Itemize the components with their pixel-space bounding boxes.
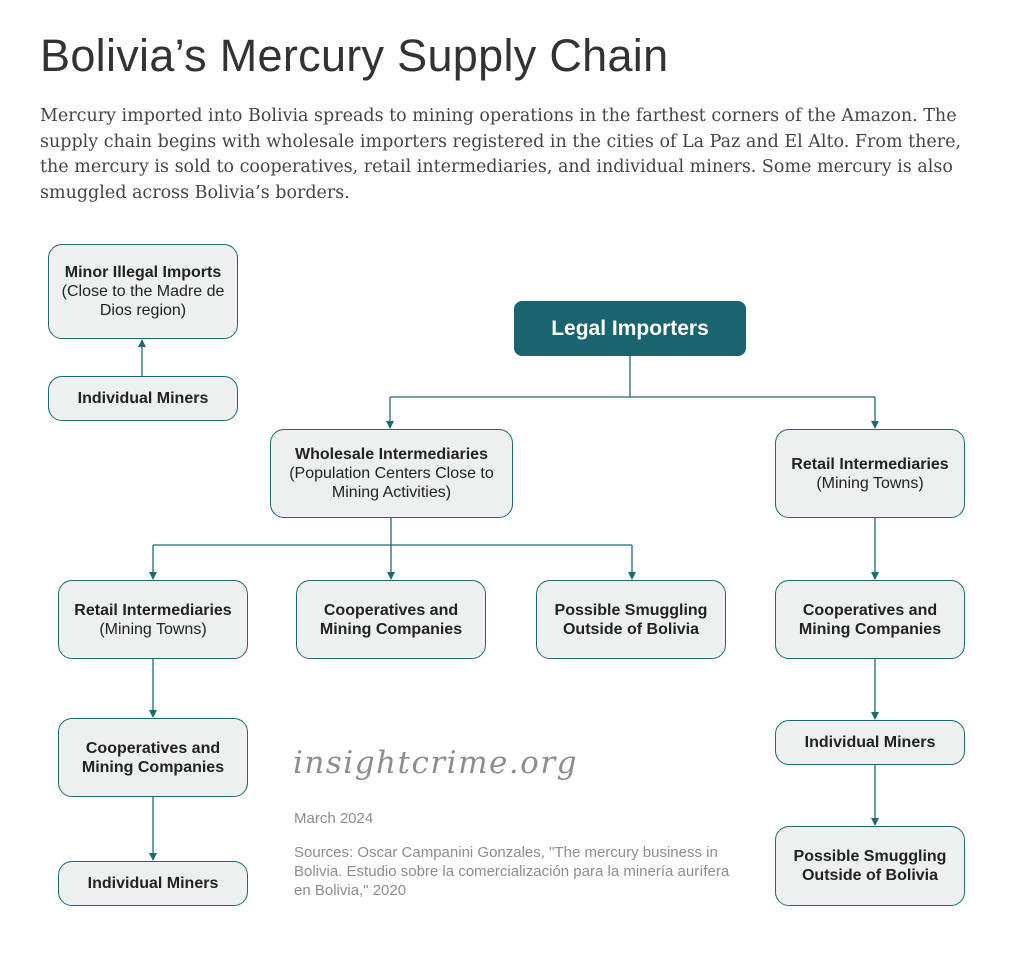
node-title: Possible Smuggling Outside of Bolivia <box>554 601 708 638</box>
date-text: March 2024 <box>294 810 374 827</box>
node-retail-intermediaries-left: Retail Intermediaries(Mining Towns) <box>58 580 248 659</box>
node-title: Minor Illegal Imports <box>64 264 222 281</box>
node-title: Legal Importers <box>551 317 709 340</box>
node-title: Cooperatives and Mining Companies <box>319 601 463 638</box>
node-cooperatives-right: Cooperatives and Mining Companies <box>775 580 965 659</box>
arrowhead <box>387 572 395 580</box>
arrowhead <box>871 712 879 720</box>
node-individual-miners-topleft: Individual Miners <box>48 376 238 421</box>
node-subtitle: (Mining Towns) <box>816 474 924 492</box>
node-subtitle: (Mining Towns) <box>99 620 207 638</box>
arrowhead <box>871 818 879 826</box>
node-title: Retail Intermediaries <box>791 455 949 473</box>
node-title: Wholesale Intermediaries <box>295 446 488 463</box>
node-subtitle: (Close to the Madre de Dios region) <box>61 283 225 319</box>
node-legal-importers: Legal Importers <box>514 301 746 356</box>
node-wholesale-intermediaries: Wholesale Intermediaries (Population Cent… <box>270 429 513 518</box>
page-title: Bolivia’s Mercury Supply Chain <box>40 30 669 81</box>
node-title: Retail Intermediaries <box>74 601 232 619</box>
sources-text: Sources: Oscar Campanini Gonzales, "The … <box>294 844 730 899</box>
node-title: Individual Miners <box>77 390 209 407</box>
node-title: Individual Miners <box>87 875 219 892</box>
node-minor-illegal-imports: Minor Illegal Imports (Close to the Madre… <box>48 244 238 339</box>
node-title: Cooperatives and Mining Companies <box>81 739 225 776</box>
logo-text: insightcrime.org <box>293 745 578 781</box>
arrowhead <box>149 853 157 861</box>
arrowhead <box>386 421 394 429</box>
intro-text: Mercury imported into Bolivia spreads to… <box>40 106 962 203</box>
arrowhead <box>628 572 636 580</box>
node-title: Possible Smuggling Outside of Bolivia <box>793 848 947 884</box>
node-title: Cooperatives and Mining Companies <box>798 601 942 638</box>
connector <box>153 518 632 546</box>
arrowhead <box>871 572 879 580</box>
node-cooperatives-left: Cooperatives and Mining Companies <box>58 718 248 797</box>
node-smuggling-mid: Possible Smuggling Outside of Bolivia <box>536 580 726 659</box>
connector <box>390 356 875 398</box>
node-individual-miners-right: Individual Miners <box>775 720 965 765</box>
node-smuggling-right: Possible Smuggling Outside of Bolivia <box>775 826 965 906</box>
node-retail-intermediaries-right: Retail Intermediaries(Mining Towns) <box>775 429 965 518</box>
arrowhead <box>871 421 879 429</box>
node-individual-miners-left: Individual Miners <box>58 861 248 906</box>
node-title: Individual Miners <box>804 734 936 751</box>
arrowhead <box>138 339 146 347</box>
arrowhead <box>149 710 157 718</box>
node-cooperatives-mid: Cooperatives and Mining Companies <box>296 580 486 659</box>
node-subtitle: (Population Centers Close to Mining Acti… <box>289 465 494 501</box>
arrowhead <box>149 572 157 580</box>
